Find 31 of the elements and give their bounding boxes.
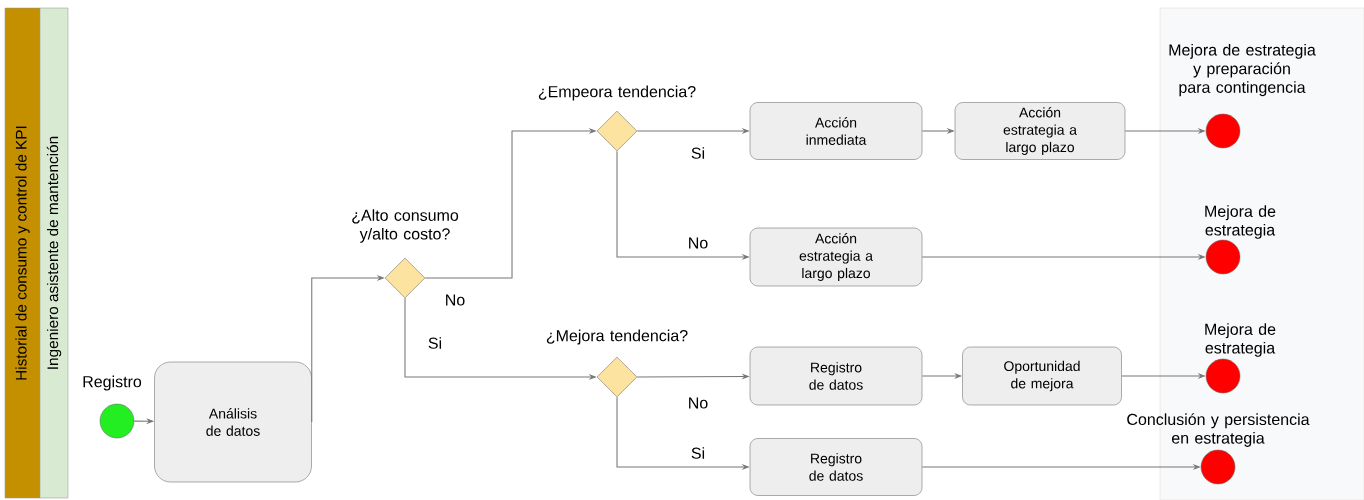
node-caption: ¿Mejora tendencia? [546,329,688,345]
edge-label: Si [689,145,707,161]
event-circle [1205,113,1241,149]
node-caption: Mejora de estrategia y preparación para contingencia [1169,43,1316,97]
edge-label: No [443,293,467,307]
event-circle [1200,449,1236,485]
edge-label: No [686,396,710,410]
node-caption: ¿Alto consumo y/alto costo? [352,209,459,243]
process-box: Registro de datos [749,346,923,406]
edge-label: Si [426,335,444,351]
lane-band: Historial de consumo y control de KPI [4,7,41,499]
process-box: Registro de datos [749,438,923,496]
node-caption: Mejora de estrategia [1205,323,1276,357]
node-caption: Registro [83,375,142,391]
decision-diamond [596,110,638,152]
edge-label: Si [689,445,707,461]
event-circle [1205,358,1241,394]
node-caption: ¿Empeora tendencia? [538,85,696,101]
lane-band: Ingeniero asistente de mantención [39,7,69,499]
decision-diamond [596,356,638,398]
process-box: Acción inmediata [749,102,923,160]
process-box: Acción estrategia a largo plazo [954,102,1126,160]
process-box: Oportunidad de mejora [962,346,1122,406]
node-caption: Conclusión y persistencia en estrategia [1127,413,1310,447]
process-box: Acción estrategia a largo plazo [749,227,923,287]
decision-diamond [384,257,426,299]
event-circle [1205,239,1241,275]
event-circle [99,403,135,439]
process-box: Análisis de datos [154,361,312,483]
edge-label: No [686,236,710,250]
node-caption: Mejora de estrategia [1205,205,1276,239]
